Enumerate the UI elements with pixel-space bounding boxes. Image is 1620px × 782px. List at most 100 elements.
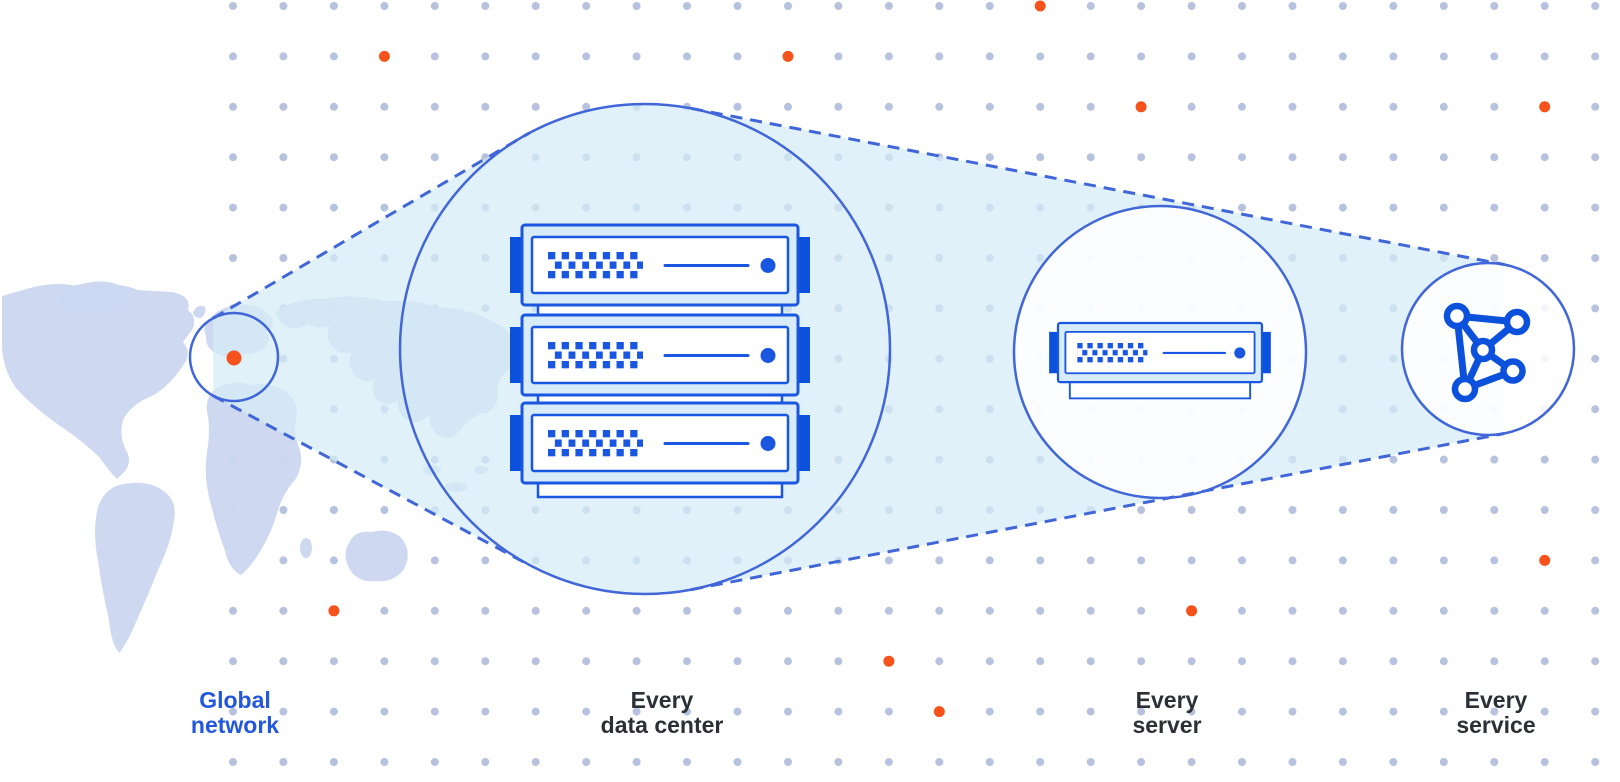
- grid-dot: [1591, 203, 1600, 212]
- grid-dot: [279, 506, 288, 514]
- grid-dot: [1540, 606, 1549, 615]
- node-center: [1470, 337, 1496, 363]
- grid-dot: [834, 758, 843, 766]
- grid-dot: [1288, 153, 1297, 162]
- grid-dot: [1490, 556, 1499, 565]
- accent-dot: [1539, 101, 1551, 113]
- grid-dot: [430, 153, 439, 162]
- grid-dot: [1540, 758, 1549, 766]
- grid-dot: [1540, 203, 1549, 212]
- grid-dot: [1540, 455, 1549, 464]
- accent-dot: [328, 605, 340, 617]
- grid-dot: [380, 758, 389, 766]
- grid-dot: [784, 606, 792, 615]
- label-line: service: [1456, 711, 1536, 738]
- grid-dot: [430, 707, 439, 716]
- grid-dot: [430, 657, 439, 666]
- grid-dot: [1389, 2, 1398, 10]
- grid-dot: [834, 2, 843, 10]
- grid-dot: [632, 707, 641, 716]
- server-unit-2: [508, 313, 812, 397]
- grid-dot: [531, 2, 540, 10]
- grid-dot: [380, 657, 389, 666]
- grid-dot: [531, 102, 540, 111]
- grid-dot: [1439, 556, 1448, 565]
- grid-dot: [1591, 153, 1600, 162]
- grid-dot: [329, 2, 338, 10]
- grid-dot: [1490, 758, 1499, 766]
- grid-dot: [229, 758, 237, 766]
- grid-dot: [1238, 556, 1246, 565]
- grid-dot: [1187, 657, 1196, 666]
- grid-dot: [1591, 506, 1600, 514]
- grid-dot: [481, 707, 490, 716]
- grid-dot: [1238, 2, 1246, 10]
- grid-dot: [1439, 657, 1448, 666]
- grid-dot: [1036, 707, 1045, 716]
- grid-dot: [1540, 2, 1549, 10]
- grid-dot: [632, 758, 641, 766]
- grid-dot: [632, 52, 641, 61]
- node-bottom-right: [1500, 358, 1526, 384]
- grid-dot: [430, 556, 439, 565]
- grid-dot: [784, 657, 792, 666]
- grid-dot: [1389, 52, 1398, 61]
- grid-dot: [1338, 707, 1347, 716]
- grid-dot: [481, 52, 490, 61]
- grid-dot: [430, 2, 439, 10]
- grid-dot: [1591, 758, 1600, 766]
- grid-dot: [329, 506, 338, 514]
- grid-dot: [1086, 758, 1095, 766]
- grid-dot: [1389, 455, 1398, 464]
- grid-dot: [1187, 506, 1196, 514]
- grid-dot: [1238, 606, 1246, 615]
- grid-dot: [884, 102, 893, 111]
- grid-dot: [1490, 455, 1499, 464]
- grid-dot: [1137, 52, 1146, 61]
- grid-dot: [380, 2, 389, 10]
- accent-dot: [1539, 554, 1551, 566]
- grid-dot: [531, 758, 540, 766]
- grid-dot: [380, 707, 389, 716]
- grid-dot: [1288, 506, 1297, 514]
- grid-dot: [1288, 707, 1297, 716]
- grid-dot: [1086, 707, 1095, 716]
- grid-dot: [329, 102, 338, 111]
- grid-dot: [380, 606, 389, 615]
- grid-dot: [1086, 606, 1095, 615]
- continent-south-america: [95, 482, 175, 653]
- grid-dot: [1591, 2, 1600, 10]
- grid-dot: [1439, 606, 1448, 615]
- grid-dot: [1086, 52, 1095, 61]
- grid-dot: [1137, 707, 1146, 716]
- grid-dot: [1591, 405, 1600, 414]
- grid-dot: [884, 2, 893, 10]
- grid-dot: [1490, 606, 1499, 615]
- label-line: server: [1132, 711, 1202, 738]
- grid-dot: [279, 556, 288, 565]
- grid-dot: [985, 102, 994, 111]
- grid-dot: [481, 2, 490, 10]
- accent-dot: [933, 706, 945, 718]
- grid-dot: [329, 758, 338, 766]
- grid-dot: [1591, 707, 1600, 716]
- grid-dot: [1389, 153, 1398, 162]
- grid-dot: [1238, 506, 1246, 514]
- grid-dot: [1591, 556, 1600, 565]
- grid-dot: [1439, 758, 1448, 766]
- grid-dot: [1490, 153, 1499, 162]
- grid-dot: [985, 707, 994, 716]
- grid-dot: [1036, 657, 1045, 666]
- grid-dot: [1490, 707, 1499, 716]
- grid-dot: [1086, 153, 1095, 162]
- grid-dot: [229, 254, 237, 262]
- grid-dot: [632, 606, 641, 615]
- grid-dot: [784, 758, 792, 766]
- grid-dot: [683, 657, 691, 666]
- grid-dot: [1187, 52, 1196, 61]
- grid-dot: [582, 657, 591, 666]
- grid-dot: [1389, 657, 1398, 666]
- grid-dot: [1389, 758, 1398, 766]
- grid-dot: [1389, 707, 1398, 716]
